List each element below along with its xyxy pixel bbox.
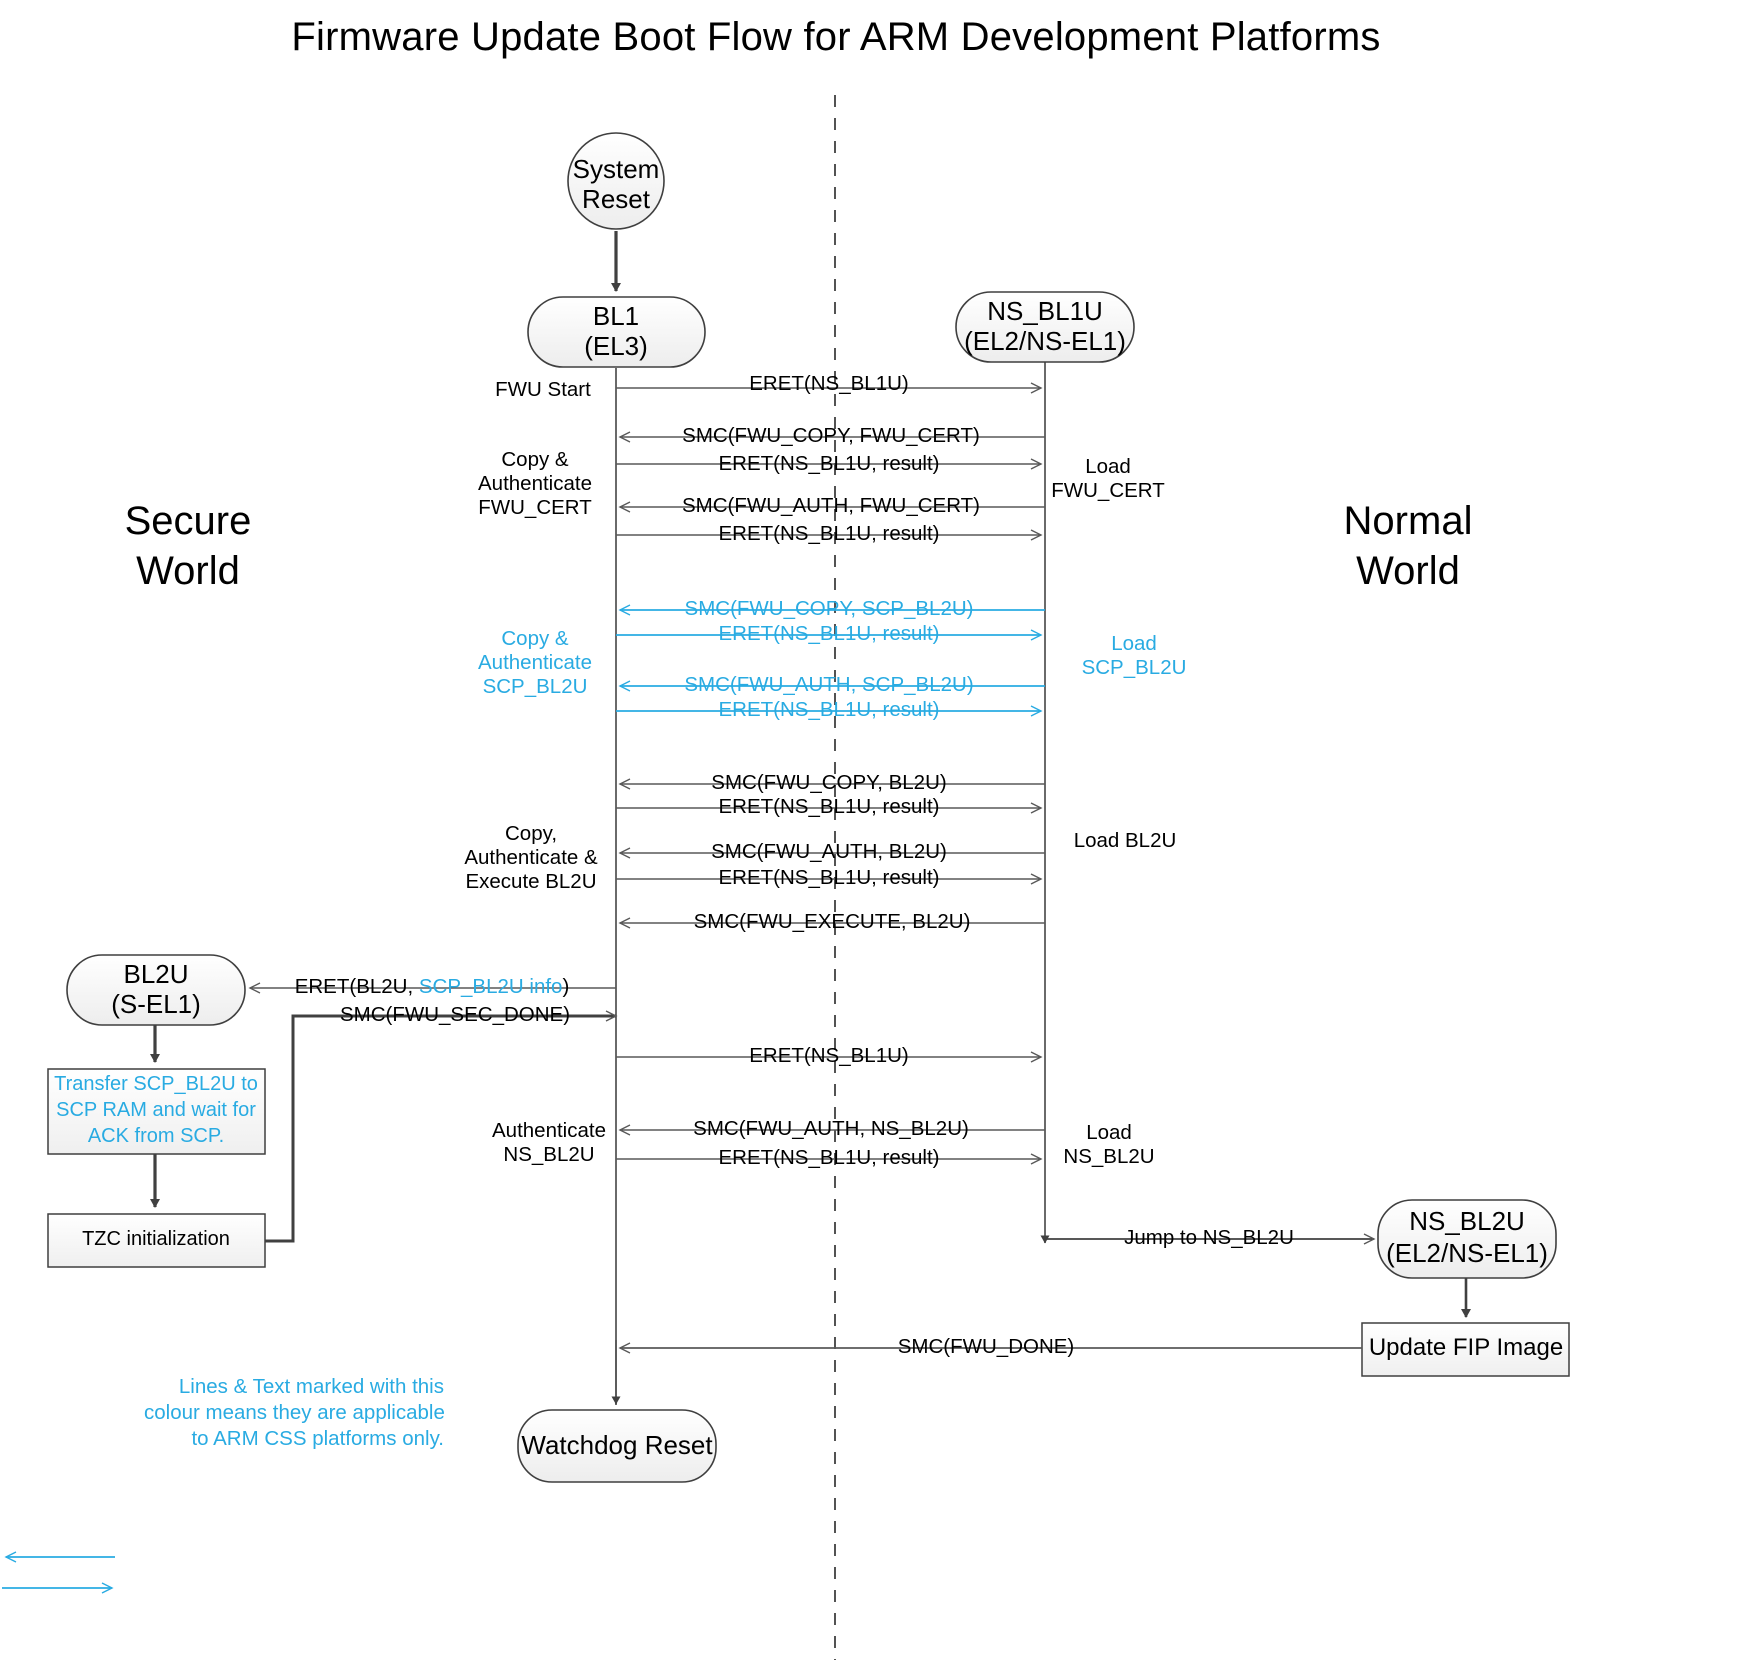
annotation-load-scp-l1: Load [1111, 632, 1157, 655]
msg-label-m17: SMC(FWU_AUTH, NS_BL2U) [693, 1117, 969, 1140]
node-bl2u-line2: (S-EL1) [111, 989, 201, 1019]
msg-label-m18: ERET(NS_BL1U, result) [718, 1146, 940, 1169]
annotation-load-cert-l1: Load [1085, 455, 1131, 478]
page-title: Firmware Update Boot Flow for ARM Develo… [291, 15, 1381, 59]
secure-world-label-line1: Secure [124, 499, 252, 543]
msg-label-eret-bl2u: ERET(BL2U, SCP_BL2U info) [295, 975, 570, 999]
box-update-fip-label: Update FIP Image [1368, 1334, 1564, 1361]
eret-bl2u-cyan-part: SCP_BL2U info [418, 975, 563, 998]
node-bl2u-line1: BL2U [123, 959, 189, 989]
msg-label-m16: ERET(NS_BL1U) [749, 1044, 909, 1067]
normal-world-label-line2: World [1356, 549, 1460, 593]
normal-world-label-line1: Normal [1343, 499, 1473, 543]
annotation-copy-auth-cert-l3: FWU_CERT [478, 496, 592, 519]
msg-label-m20: SMC(FWU_DONE) [897, 1335, 1075, 1358]
box-tzc-init-label: TZC initialization [82, 1228, 230, 1250]
legend-line3: to ARM CSS platforms only. [191, 1427, 444, 1450]
node-system-reset-shape [567, 132, 665, 230]
msg-label-m12: SMC(FWU_AUTH, BL2U) [711, 840, 947, 863]
msg-label-m6: SMC(FWU_COPY, SCP_BL2U) [684, 597, 974, 620]
node-bl1-line2: (EL3) [584, 331, 648, 361]
annotation-copy-auth-scp-l3: SCP_BL2U [482, 675, 588, 698]
annotation-fwu-start: FWU Start [495, 378, 591, 401]
msg-label-m15: SMC(FWU_SEC_DONE) [339, 1003, 571, 1026]
annotation-auth-nsbl2u-l2: NS_BL2U [503, 1143, 595, 1166]
msg-label-m3: ERET(NS_BL1U, result) [718, 452, 940, 475]
box-tzc-init-shape [47, 1213, 266, 1268]
msg-label-m1: ERET(NS_BL1U) [749, 372, 909, 395]
node-ns-bl2u-line2: (EL2/NS-EL1) [1386, 1238, 1548, 1268]
box-transfer-line1: Transfer SCP_BL2U to [54, 1073, 258, 1095]
node-ns-bl2u-line1: NS_BL2U [1409, 1206, 1525, 1236]
msg-label-m9: ERET(NS_BL1U, result) [718, 698, 940, 721]
msg-label-m11: ERET(NS_BL1U, result) [718, 795, 940, 818]
node-ns-bl1u-shape [955, 291, 1135, 363]
node-bl1-line1: BL1 [592, 301, 640, 331]
node-bl1-shape [527, 296, 706, 368]
annotation-auth-nsbl2u-l1: Authenticate [492, 1119, 606, 1142]
msg-label-m5: ERET(NS_BL1U, result) [718, 522, 940, 545]
annotation-copy-auth-cert-l1: Copy & [501, 448, 569, 471]
box-transfer-scp-shape [47, 1068, 266, 1155]
annotation-load-bl2u: Load BL2U [1073, 829, 1177, 852]
msg-label-m10: SMC(FWU_COPY, BL2U) [711, 771, 947, 794]
legend-line2: colour means they are applicable [144, 1401, 445, 1424]
node-ns-bl1u-line2: (EL2/NS-EL1) [964, 326, 1126, 356]
msg-label-m7: ERET(NS_BL1U, result) [718, 622, 940, 645]
box-transfer-line2: SCP RAM and wait for [56, 1099, 256, 1121]
annotation-copy-auth-exec-l3: Execute BL2U [465, 870, 597, 893]
annotation-copy-auth-exec-l1: Copy, [504, 822, 558, 845]
annotation-copy-auth-scp-l1: Copy & [501, 627, 569, 650]
msg-label-m19: Jump to NS_BL2U [1124, 1226, 1294, 1249]
arrow-tzc-to-secdone [265, 1010, 618, 1243]
annotation-copy-auth-scp-l2: Authenticate [478, 651, 592, 674]
box-transfer-line3: ACK from SCP. [87, 1125, 225, 1147]
node-ns-bl1u-line1: NS_BL1U [987, 296, 1103, 326]
annotation-load-nsbl2u-l2: NS_BL2U [1063, 1145, 1155, 1168]
msg-label-m4: SMC(FWU_AUTH, FWU_CERT) [682, 494, 980, 517]
msg-label-m14: SMC(FWU_EXECUTE, BL2U) [693, 910, 971, 933]
node-system-reset-line2: Reset [582, 184, 650, 214]
annotation-copy-auth-exec-l2: Authenticate & [464, 846, 598, 869]
box-update-fip-shape [1361, 1322, 1570, 1377]
msg-label-m13: ERET(NS_BL1U, result) [718, 866, 940, 889]
msg-label-m2: SMC(FWU_COPY, FWU_CERT) [682, 424, 980, 447]
eret-bl2u-suffix: ) [562, 975, 570, 998]
annotation-copy-auth-cert-l2: Authenticate [478, 472, 592, 495]
node-system-reset-line1: System [572, 154, 660, 184]
node-watchdog-reset-label: Watchdog Reset [521, 1430, 713, 1460]
annotation-load-scp-l2: SCP_BL2U [1081, 656, 1187, 679]
annotation-load-cert-l2: FWU_CERT [1051, 479, 1165, 502]
secure-world-label-line2: World [136, 549, 240, 593]
legend-line1: Lines & Text marked with this [178, 1375, 444, 1398]
annotation-load-nsbl2u-l1: Load [1086, 1121, 1132, 1144]
eret-bl2u-prefix: ERET(BL2U, [294, 975, 419, 998]
msg-label-m8: SMC(FWU_AUTH, SCP_BL2U) [684, 673, 974, 696]
node-watchdog-reset-shape [517, 1409, 717, 1483]
